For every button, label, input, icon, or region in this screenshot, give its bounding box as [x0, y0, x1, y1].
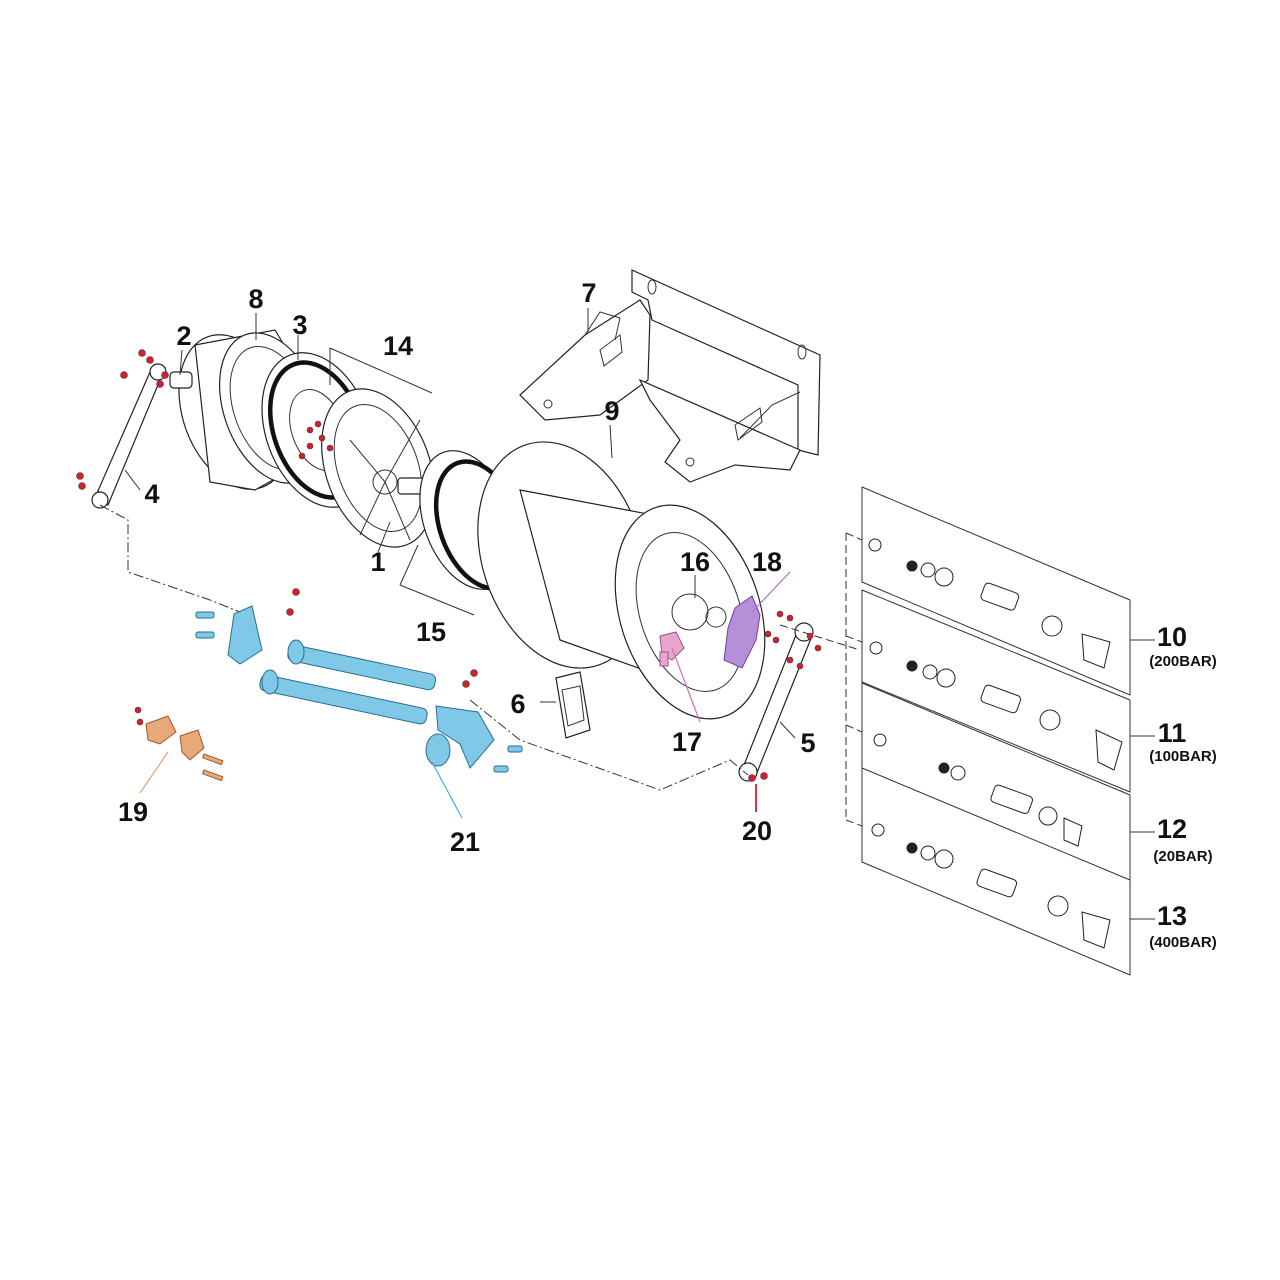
kit-13-pressure: (400BAR) — [1149, 934, 1217, 951]
callout-2: 2 — [176, 321, 191, 351]
callout-14: 14 — [383, 331, 413, 361]
mounting-bracket — [519, 269, 821, 483]
shaft-end — [169, 371, 193, 389]
kit-axis-lines — [845, 532, 863, 827]
swivel-axis-line — [779, 624, 861, 651]
callout-labels: 1 2 3 4 5 6 7 8 9 14 15 16 17 18 19 20 2… — [118, 278, 1217, 951]
cam-plate — [723, 595, 761, 669]
callout-9: 9 — [604, 396, 619, 426]
kit-12-number: 12 — [1157, 814, 1187, 844]
callout-19: 19 — [118, 797, 148, 827]
kit-10-pressure: (200BAR) — [1149, 653, 1217, 670]
callout-6: 6 — [510, 689, 525, 719]
callout-8: 8 — [248, 284, 263, 314]
kit-11-number: 11 — [1158, 718, 1187, 748]
callout-20: 20 — [742, 816, 772, 846]
kit-12-pressure: (20BAR) — [1153, 848, 1212, 865]
swivel-kit-box-10 — [861, 486, 1131, 696]
kit-11-pressure: (100BAR) — [1149, 748, 1217, 765]
hose-guide — [555, 671, 591, 739]
latch — [659, 631, 685, 667]
callout-17: 17 — [672, 727, 702, 757]
callout-5: 5 — [800, 728, 815, 758]
callout-7: 7 — [581, 278, 596, 308]
callout-15: 15 — [416, 617, 446, 647]
spring-housing-assembly — [178, 329, 435, 548]
kit-10-number: 10 — [1157, 622, 1187, 652]
leader-lines — [124, 308, 1155, 920]
hose-clamp — [145, 715, 224, 782]
callout-16: 16 — [680, 547, 710, 577]
swivel-kit-box-11 — [861, 589, 1131, 793]
callout-3: 3 — [292, 310, 307, 340]
callout-21: 21 — [450, 827, 480, 857]
reel-drum-assembly — [419, 441, 766, 720]
callout-4: 4 — [144, 479, 159, 509]
cross-shaft-assembly — [195, 605, 523, 773]
swivel-kit-box-13 — [861, 767, 1131, 976]
callout-1: 1 — [370, 547, 385, 577]
kit-13-number: 13 — [1157, 901, 1187, 931]
crank-arm-left — [91, 363, 167, 509]
callout-18: 18 — [752, 547, 782, 577]
assembly-path-line — [99, 504, 749, 791]
fastener-bolts — [76, 349, 822, 782]
